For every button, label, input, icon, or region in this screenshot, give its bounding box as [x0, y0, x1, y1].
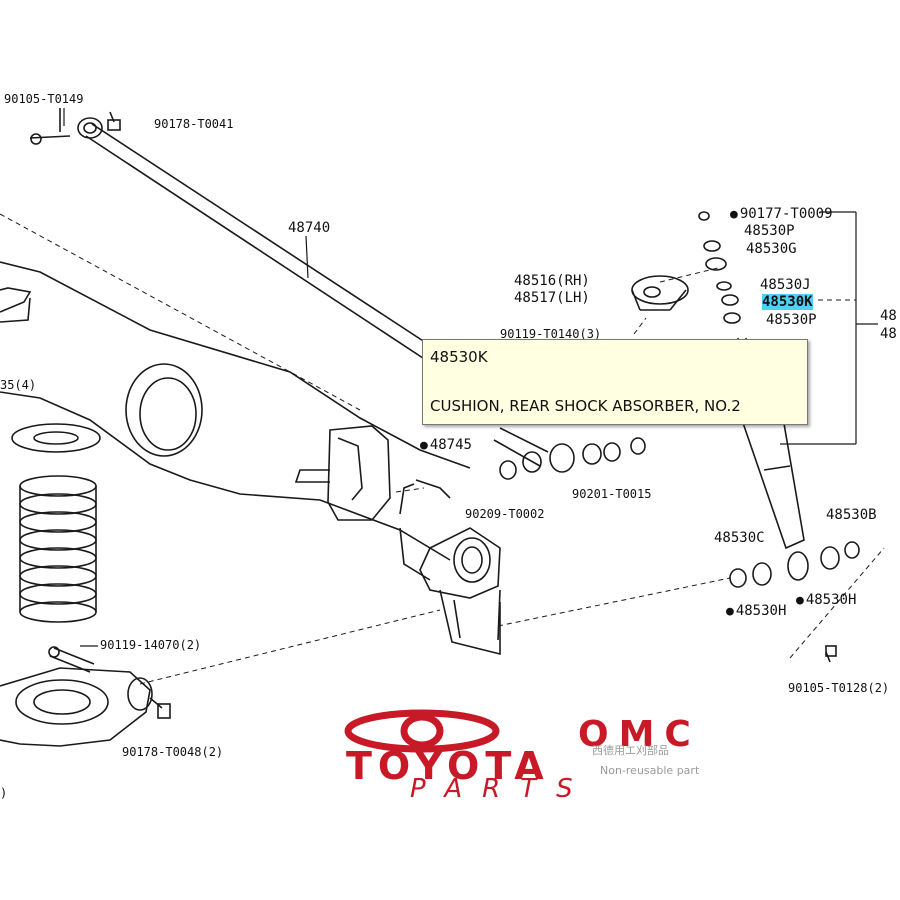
label-edge-fragment: ) [0, 786, 8, 800]
label-48530C[interactable]: 48530C [714, 530, 765, 546]
label-90105-T0128[interactable]: 90105-T0128(2) [788, 681, 890, 695]
shock-absorber [631, 211, 860, 663]
label-90177-T0009[interactable]: 90177-T0009 [730, 206, 833, 223]
label-90105-T0149[interactable]: 90105-T0149 [4, 92, 84, 106]
label-90119-T0140[interactable]: 90119-T0140(3) [500, 327, 602, 341]
label-48-a[interactable]: 48 [880, 308, 897, 324]
rear-axle-beam [0, 261, 501, 656]
label-48530B[interactable]: 48530B [826, 507, 877, 523]
label-90178-T0048[interactable]: 90178-T0048(2) [122, 745, 224, 759]
coil-spring [11, 423, 101, 623]
label-48740[interactable]: 48740 [288, 220, 331, 236]
lower-arm [0, 646, 171, 747]
label-35-4[interactable]: 35(4) [0, 378, 37, 392]
label-48530H-left[interactable]: 48530H [726, 603, 787, 620]
label-48530H-right[interactable]: 48530H [796, 592, 857, 609]
label-48517-lh[interactable]: 48517(LH) [514, 290, 590, 306]
label-48516-rh[interactable]: 48516(RH) [514, 273, 590, 289]
label-90201-T0015[interactable]: 90201-T0015 [572, 487, 652, 501]
toyota-emblem-icon [344, 709, 500, 753]
part-tooltip: 48530K CUSHION, REAR SHOCK ABSORBER, NO.… [422, 339, 808, 425]
logo-text-parts: PARTS [410, 774, 593, 804]
logo-text-omc: OMC [578, 714, 701, 755]
label-90209-T0002[interactable]: 90209-T0002 [465, 507, 545, 521]
label-90178-T0041[interactable]: 90178-T0041 [154, 117, 234, 131]
lateral-control-rod [29, 108, 549, 467]
label-48530G[interactable]: 48530G [746, 241, 797, 257]
non-reusable-note-jp: 西德用エ刈部品 [592, 744, 669, 757]
logo-text-toyota: TOYOTA [346, 744, 550, 788]
label-48530J[interactable]: 48530J [760, 277, 811, 293]
omc-toyota-parts-logo: OMC TOYOTA PARTS 西德用エ刈部品 Non-reusable pa… [332, 708, 752, 804]
label-48530P-bottom[interactable]: 48530P [766, 312, 817, 328]
label-48530P-top[interactable]: 48530P [744, 223, 795, 239]
label-48530K-highlighted[interactable]: 48530K [762, 294, 813, 310]
label-90119-14070[interactable]: 90119-14070(2) [100, 638, 202, 652]
tooltip-part-description: CUSHION, REAR SHOCK ABSORBER, NO.2 [430, 397, 741, 415]
bushing-set [499, 437, 646, 480]
label-48-b[interactable]: 48 [880, 326, 897, 342]
tooltip-part-number: 48530K [430, 348, 488, 366]
non-reusable-note-en: Non-reusable part [600, 764, 700, 777]
label-48745[interactable]: 48745 [420, 437, 472, 454]
